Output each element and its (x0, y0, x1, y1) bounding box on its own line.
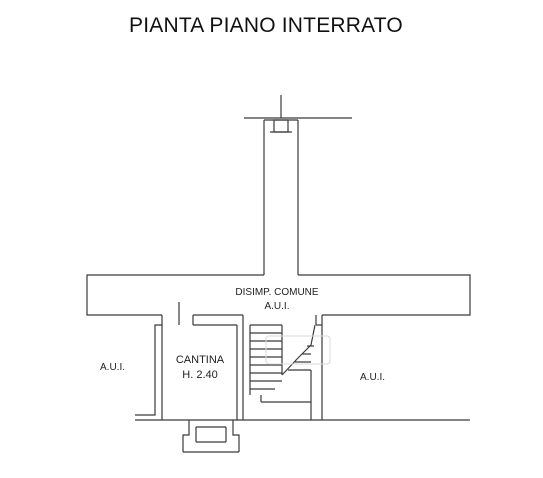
vertical-shaft (263, 119, 299, 275)
cellar-niche (182, 420, 240, 453)
corridor-unit: A.U.I. (264, 301, 290, 312)
left-unit-label: A.U.I. (100, 362, 126, 373)
cellar-label: CANTINA H. 2.40 (166, 354, 234, 382)
plan-title: PIANTA PIANO INTERRATO (129, 14, 403, 37)
right-unit-label: A.U.I. (360, 372, 386, 383)
right-walls (243, 315, 470, 421)
cellar-height: H. 2.40 (182, 369, 218, 381)
corridor-walls (86, 274, 471, 316)
corridor-label: DISIMP. COMUNE A.U.I. (222, 287, 332, 313)
cellar-walls (135, 302, 244, 421)
corridor-name: DISIMP. COMUNE (235, 287, 319, 298)
watermark (265, 335, 331, 365)
cellar-name: CANTINA (175, 354, 225, 366)
staircase (249, 324, 316, 403)
